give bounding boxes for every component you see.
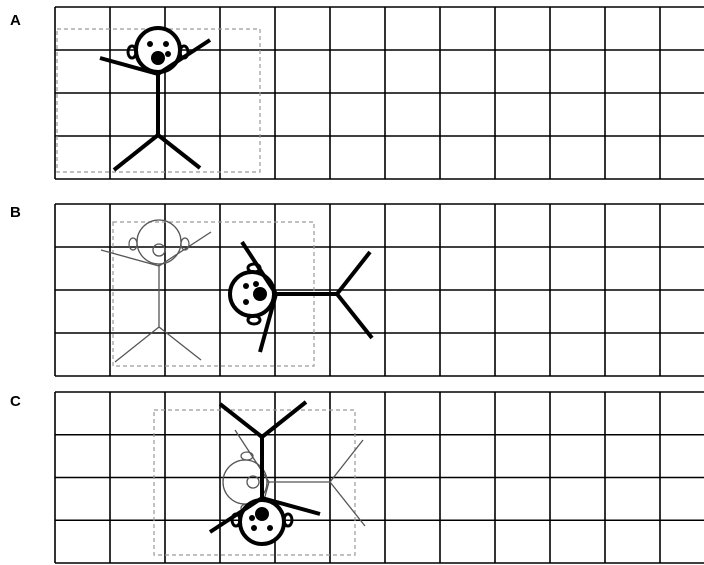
grid-panel-b bbox=[55, 204, 704, 376]
panel-b-ghost-figure bbox=[101, 220, 211, 362]
grid-panel-c bbox=[55, 392, 704, 563]
panel-b-rotated-figure bbox=[230, 242, 372, 352]
